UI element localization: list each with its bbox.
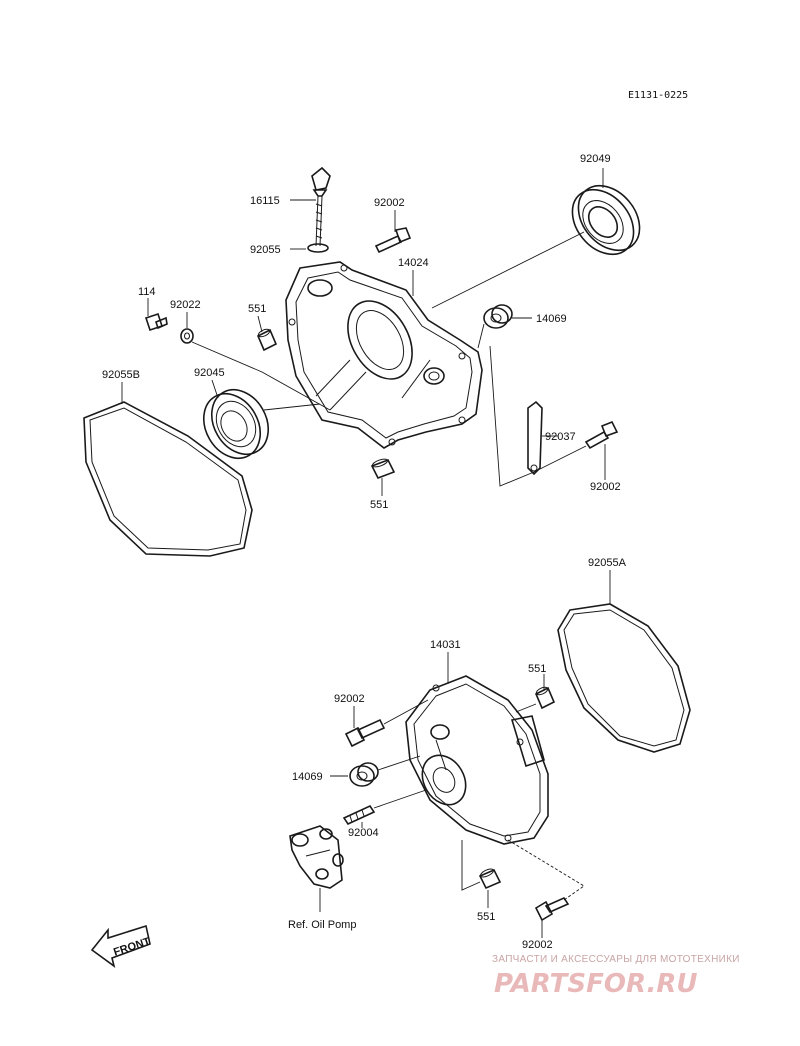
leader-551-a [257,315,263,333]
leader-bushing-b-cover [377,755,421,771]
leader-washer-cover [191,341,331,411]
leader-bushing-cover [477,323,485,349]
label-92002-a: 92002 [374,197,405,209]
label-92004: 92004 [348,827,379,839]
bearing-part [202,389,270,459]
label-114: 114 [138,286,156,298]
diagram-code: E1131-0225 [628,90,688,101]
stud-part [342,804,376,826]
label-551-d: 551 [477,911,495,923]
watermark-logo: ЗАПЧАСТИ И АКСЕССУАРЫ ДЛЯ МОТОТЕХНИКИ PA… [492,954,740,999]
dipstick-part [311,166,331,247]
label-92049: 92049 [580,153,611,165]
cover-14024-part [285,261,483,449]
dowel-c-part [534,686,556,710]
bolt-114-part [144,312,168,332]
dowel-a-part [256,328,278,352]
front-arrow-icon: FRONT [90,924,152,968]
label-551-c: 551 [528,663,546,675]
washer-part [180,328,194,344]
leader-92045 [211,379,219,399]
label-551-b: 551 [370,499,388,511]
washer-hole [184,332,190,340]
front-arrow-label: FRONT [112,935,152,958]
label-92045: 92045 [194,367,225,379]
o-ring-part [307,243,329,253]
clamp-part [527,400,543,476]
label-92002-d: 92002 [522,939,553,951]
bolt-lower-left-part [344,718,386,748]
leader-bearing-cover [263,403,321,411]
cover-14031-part [405,675,549,845]
gasket-92055B-inner [89,407,247,551]
bolt-lower-right-part [534,896,570,922]
label-14031: 14031 [430,639,461,651]
leader-bolt-cover [383,699,429,725]
label-92055B: 92055B [102,369,140,381]
bushing-a-part [483,304,513,329]
bolt-right-part [584,420,619,450]
label-92022: 92022 [170,299,201,311]
label-16115: 16115 [250,195,280,207]
label-92037: 92037 [545,431,576,443]
watermark-tagline: ЗАПЧАСТИ И АКСЕССУАРЫ ДЛЯ МОТОТЕХНИКИ [492,954,740,965]
leader-dowel-d [461,840,481,891]
bolt-top-part [374,227,412,254]
leader-dowel-cover [515,703,537,713]
oil-pump-part [289,825,344,889]
label-14024: 14024 [398,257,429,269]
leader-stud-cover [373,789,427,809]
label-92002-b: 92002 [590,481,621,493]
bushing-b-part [349,762,379,787]
label-92055: 92055 [250,244,281,256]
gasket-92055B-part [83,401,253,557]
watermark-brand: PARTSFOR.RU [494,969,697,999]
dowel-d-part [478,868,502,890]
gasket-92055A-part [557,603,691,753]
label-ref-oil-pump: Ref. Oil Pomp [288,919,356,931]
oil-seal-part [571,184,641,256]
gasket-92055A-inner [563,609,685,747]
leader-cover-seal [431,231,585,309]
label-92055A: 92055A [588,557,627,569]
label-14069-b: 14069 [292,771,323,783]
label-92002-c: 92002 [334,693,365,705]
label-14069-a: 14069 [536,313,567,325]
label-551-a: 551 [248,303,266,315]
leader-bolt-d-cover [507,839,585,901]
leader-bracket-right [489,345,587,487]
dowel-b-part [370,458,396,480]
